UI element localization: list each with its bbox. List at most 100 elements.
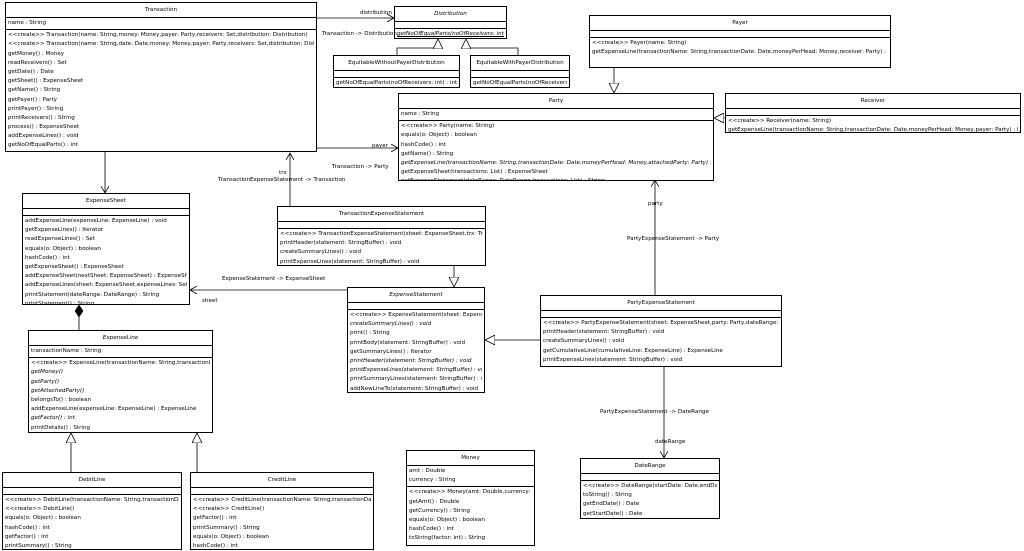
class-operation: equals(o: Object) : boolean: [25, 245, 101, 252]
class-operations: getNoOfEqualParts(noOfReceivers: int) : …: [395, 29, 506, 38]
class-operation: printPayer() : String: [8, 105, 64, 112]
class-operation: getNoOfEqualParts() : int: [8, 142, 78, 149]
class-credit-line[interactable]: CreditLine <<create>> CreditLine(transac…: [190, 472, 374, 550]
class-operation: getSummaryLines() : Iterator: [350, 348, 432, 355]
class-party-expense-statement[interactable]: PartyExpenseStatement <<create>> PartyEx…: [540, 295, 782, 367]
class-operation: getMoney() : Money: [8, 50, 65, 57]
gen-without-payer: [396, 39, 438, 55]
class-date-range[interactable]: DateRange <<create>> DateRange(startDate…: [580, 458, 720, 519]
class-operation: printStatement(dateRange: DateRange) : S…: [25, 291, 160, 298]
class-payer[interactable]: Payer <<create>> Payer(name: String)getE…: [589, 15, 891, 68]
class-operation: addExpenseSheet(nextSheet: ExpenseSheet)…: [25, 273, 187, 280]
class-operation: getAmt() : Double: [409, 498, 460, 505]
class-operation: getNoOfEqualParts(noOfReceivers: int) : …: [397, 31, 504, 37]
label-tes-to-transaction: TransactionExpenseStatement -> Transacti…: [218, 177, 346, 183]
class-operation: getAttachedParty(): [31, 387, 85, 394]
class-party[interactable]: Party name : String <<create>> Party(nam…: [398, 93, 714, 181]
class-operation: getExpenseLine(transactionName: String,t…: [728, 127, 1018, 133]
class-attributes: [726, 109, 1020, 116]
class-attribute: transactionName : String: [31, 348, 102, 354]
class-title: Party: [399, 94, 713, 109]
class-equitable-with-payer[interactable]: EquitableWithPayerDistribution getNoOfEq…: [470, 55, 570, 88]
class-operation: addExpenseLines() : void: [8, 133, 79, 140]
label-payer-role: payer: [372, 143, 389, 149]
class-operation: addExpenseLines(sheet: ExpenseSheet,expe…: [25, 282, 187, 289]
class-operation: getMoney(): [31, 369, 64, 376]
class-operation: <<create>> Receiver(name: String): [728, 118, 832, 124]
class-operation: equals(o: Object) : boolean: [5, 515, 81, 522]
class-title: EquitableWithoutPayerDistribution: [334, 56, 459, 71]
class-title: DebitLine: [3, 473, 181, 488]
class-title: Transaction: [6, 3, 316, 18]
class-operation: getExpenseSheet(transactions: List) : Ex…: [401, 169, 548, 176]
class-operations: addExpenseLine(expenseLine: ExpenseLine)…: [23, 216, 189, 305]
class-debit-line[interactable]: DebitLine <<create>> DebitLine(transacti…: [2, 472, 182, 550]
class-operation: getExpenseLine(transactionName: String,t…: [401, 159, 711, 166]
class-operation: equals(o: Object) : boolean: [401, 132, 477, 139]
class-operation: <<create>> DebitLine(transactionName: St…: [5, 497, 179, 503]
class-receiver[interactable]: Receiver <<create>> Receiver(name: Strin…: [725, 93, 1021, 133]
class-operation: belongsTo() : boolean: [31, 396, 92, 403]
class-operations: <<create>> CreditLine(transactionName: S…: [191, 495, 373, 549]
class-title: EquitableWithPayerDistribution: [471, 56, 569, 71]
class-operation: <<create>> Party(name: String): [401, 123, 495, 130]
class-attribute: name : String: [401, 111, 439, 117]
class-operation: getNoOfEqualParts(noOfReceivers: int) : …: [336, 80, 457, 86]
class-operation: getCurrency() : String: [409, 507, 470, 514]
class-title: ExpenseLine: [29, 331, 212, 346]
class-operation: getExpenseLine(transactionName: String,t…: [592, 49, 888, 56]
class-operation: printReceivers() : String: [8, 114, 75, 121]
class-operation: printSummary() : String: [5, 542, 72, 549]
class-operation: addExpenseLine(expenseLine: ExpenseLine)…: [31, 406, 197, 413]
class-operations: getNoOfEqualParts(noOfReceivers: int) : …: [334, 78, 459, 87]
label-sheet-role: sheet: [202, 298, 218, 304]
class-attributes: [23, 209, 189, 216]
class-expense-sheet[interactable]: ExpenseSheet addExpenseLine(expenseLine:…: [22, 193, 190, 305]
class-operation: getExpenseStatement(dateRange: DateRange…: [401, 177, 711, 180]
class-attribute: name : String: [8, 20, 46, 26]
class-operation: printExpenseLines(statement: StringBuffe…: [280, 258, 420, 265]
class-equitable-without-payer[interactable]: EquitableWithoutPayerDistribution getNoO…: [333, 55, 460, 88]
class-distribution[interactable]: Distribution getNoOfEqualParts(noOfRecei…: [394, 6, 507, 39]
class-title: TransactionExpenseStatement: [278, 207, 485, 222]
class-operation: printHeader(statement: StringBuffer) : v…: [543, 329, 665, 336]
class-operation: printExpenseLines(statement: StringBuffe…: [350, 367, 482, 374]
class-operations: <<create>> TransactionExpenseStatement(s…: [278, 229, 485, 265]
class-transaction[interactable]: Transaction name : String <<create>> Tra…: [5, 2, 317, 152]
class-operation: printHeader(statement: StringBuffer) : v…: [350, 357, 472, 364]
class-expense-statement[interactable]: ExpenseStatement <<create>> ExpenseState…: [347, 287, 485, 393]
class-operation: getMoneyPerHead() : Money: [8, 151, 314, 152]
class-operations: <<create>> Transaction(name: String,mone…: [6, 30, 316, 152]
class-operation: toString(factor: int) : String: [409, 535, 486, 542]
class-operation: <<create>> Money(amt: Double,currency: S…: [409, 489, 532, 496]
class-title: ExpenseSheet: [23, 194, 189, 209]
class-attributes: [471, 71, 569, 78]
class-attributes: [348, 303, 484, 310]
class-transaction-expense-statement[interactable]: TransactionExpenseStatement <<create>> T…: [277, 206, 486, 266]
class-attributes: [590, 31, 890, 38]
class-operation: createSummaryLines() : void: [543, 338, 625, 345]
class-operation: <<create>> DebitLine(): [5, 506, 75, 513]
class-title: Distribution: [395, 7, 506, 22]
class-operation: getName() : String: [401, 150, 454, 157]
class-title: Receiver: [726, 94, 1020, 109]
class-operation: addExpenseLine(expenseLine: ExpenseLine)…: [25, 218, 167, 224]
class-operation: getEndDate() : Date: [583, 501, 640, 508]
class-operation: <<create>> TransactionExpenseStatement(s…: [280, 231, 483, 237]
class-operation: <<create>> CreditLine(): [193, 506, 265, 513]
class-attributes: [3, 488, 181, 495]
class-operations: <<create>> Receiver(name: String) getExpe…: [726, 116, 1020, 133]
class-operations: <<create>> Money(amt: Double,currency: S…: [407, 487, 534, 545]
class-operation: getPayer() : Party: [8, 96, 57, 103]
class-operation: hashCode() : int: [193, 542, 238, 549]
class-title: PartyExpenseStatement: [541, 296, 781, 311]
class-attributes: [334, 71, 459, 78]
class-operation: hashCode() : int: [5, 524, 50, 531]
class-operation: printHeader(statement: StringBuffer) : v…: [280, 240, 402, 247]
class-operation: printStatement() : String: [25, 300, 95, 305]
class-operation: printSummary() : String: [193, 524, 260, 531]
class-expense-line[interactable]: ExpenseLine transactionName : String <<c…: [28, 330, 213, 433]
class-operation: createSummaryLines() : void: [350, 321, 432, 328]
